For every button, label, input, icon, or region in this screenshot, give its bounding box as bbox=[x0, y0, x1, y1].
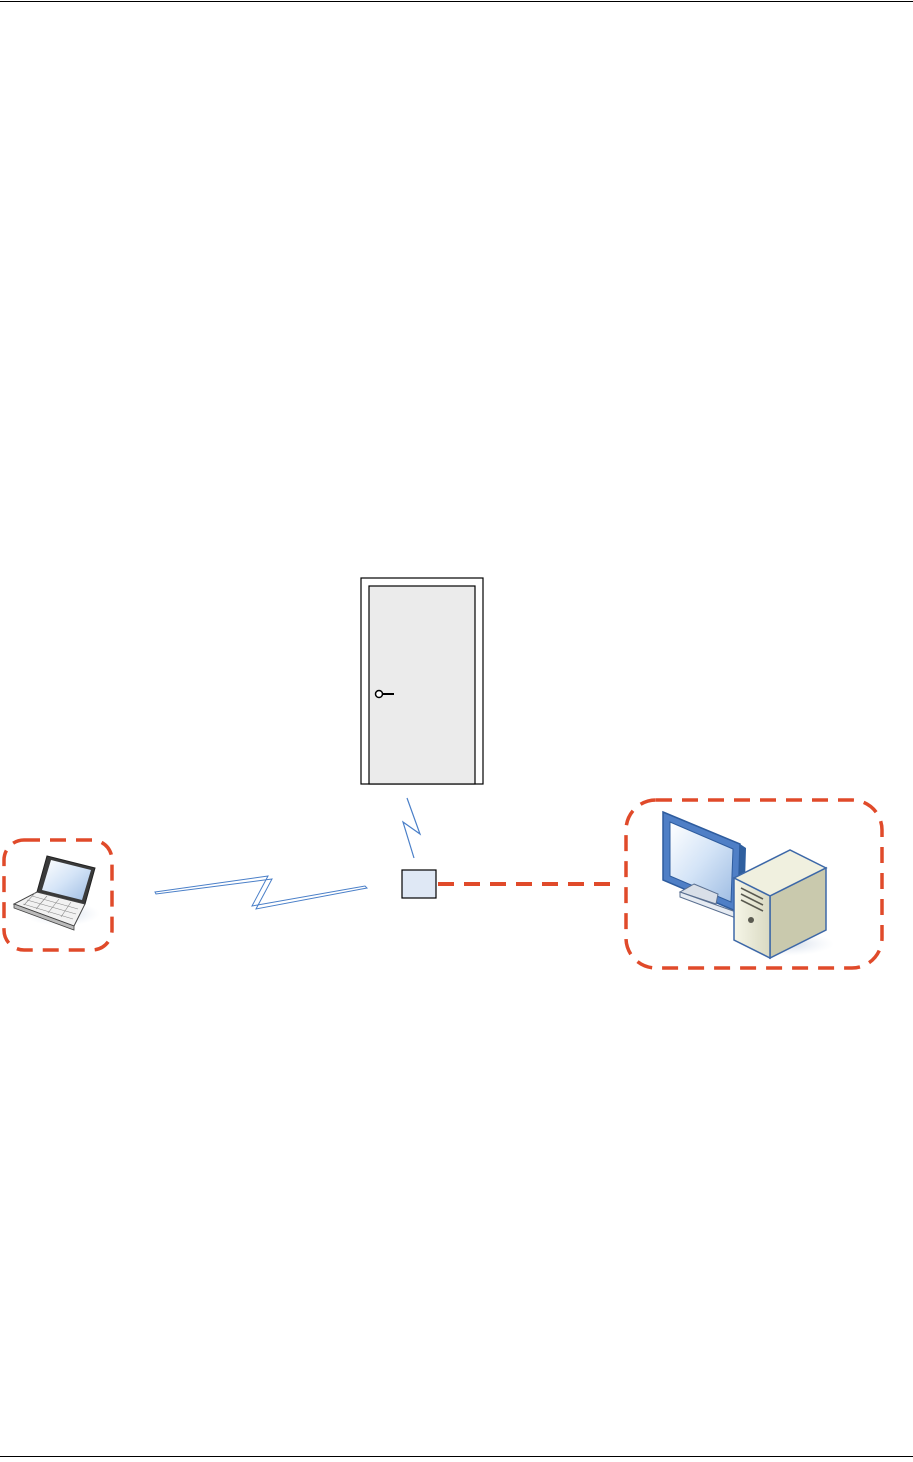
wireless-link-laptop-reader bbox=[155, 876, 367, 909]
desktop-computer-icon bbox=[663, 812, 834, 958]
wireless-link-door-reader bbox=[403, 798, 420, 858]
laptop-icon bbox=[14, 856, 100, 930]
door-knob bbox=[376, 691, 383, 698]
door-icon bbox=[361, 578, 483, 784]
door-panel bbox=[369, 586, 475, 784]
reader-box-icon bbox=[402, 870, 436, 898]
